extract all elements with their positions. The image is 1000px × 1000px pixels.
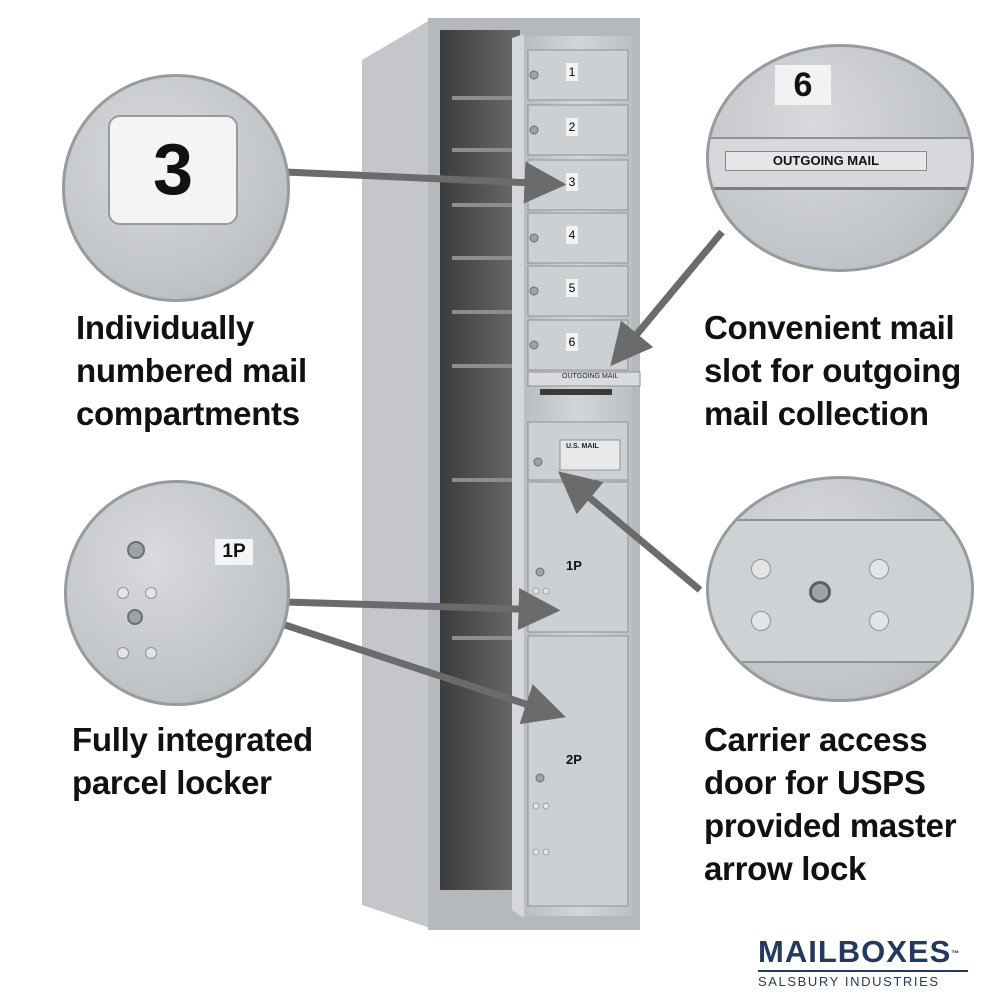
callout-line: Individually (76, 309, 254, 346)
zoom-circle-number-tag: 3 (62, 74, 290, 302)
brand-subtitle: SALSBURY INDUSTRIES (758, 974, 940, 989)
parcel-lock-1 (535, 567, 545, 577)
parcel-tag-1p: 1P (215, 539, 253, 565)
bump-icon (117, 647, 129, 659)
bump-icon (145, 647, 157, 659)
compartment-number-2: 2 (566, 118, 578, 136)
usps-plate (559, 439, 621, 471)
outgoing-slot-flap (527, 371, 641, 387)
callout-line: slot for outgoing (704, 352, 961, 389)
brand-rule (758, 970, 968, 972)
brand-name-text: MAILBOXES (758, 934, 952, 969)
bump-icon (869, 559, 889, 579)
outgoing-mail-label: OUTGOING MAIL (562, 373, 619, 380)
outgoing-mail-label-zoom: OUTGOING MAIL (725, 151, 927, 171)
callout-parcel-locker: Fully integrated parcel locker (72, 718, 313, 804)
callout-line: compartments (76, 395, 300, 432)
callout-line: door for USPS (704, 764, 926, 801)
compartment-number-1: 1 (566, 63, 578, 81)
master-lock (533, 457, 543, 467)
callout-line: Carrier access (704, 721, 928, 758)
cabinet-side (362, 20, 430, 928)
slot-number-6: 6 (775, 65, 831, 105)
brand-logo: MAILBOXES™ SALSBURY INDUSTRIES (758, 936, 978, 989)
callout-outgoing-slot: Convenient mail slot for outgoing mail c… (704, 306, 961, 435)
compartment-number-3: 3 (566, 173, 578, 191)
bump-icon (117, 587, 129, 599)
callout-line: mail collection (704, 395, 929, 432)
number-tag-3: 3 (108, 115, 238, 225)
us-mail-label: U.S. MAIL (566, 443, 599, 450)
callout-numbered-compartments: Individually numbered mail compartments (76, 306, 307, 435)
bump-icon (751, 559, 771, 579)
parcel-lock-icon (127, 541, 145, 559)
parcel-lock-secondary-icon (127, 609, 143, 625)
callout-line: provided master (704, 807, 957, 844)
bump-icon (751, 611, 771, 631)
zoom-circle-carrier-lock (706, 476, 974, 702)
compartment-doors (527, 49, 629, 371)
callout-line: arrow lock (704, 850, 867, 887)
callout-arrows (283, 161, 725, 725)
parcel-locker-1-label: 1P (566, 558, 582, 573)
zoom-circle-parcel-lock: 1P (64, 480, 290, 706)
compartment-number-4: 4 (566, 226, 578, 244)
outgoing-slot (540, 389, 612, 395)
interior-shelves (452, 96, 512, 640)
compartment-locks (529, 70, 539, 350)
bump-icon (869, 611, 889, 631)
trademark-symbol: ™ (951, 949, 961, 958)
callout-line: numbered mail (76, 352, 307, 389)
parcel-locker-2-label: 2P (566, 752, 582, 767)
callout-line: Fully integrated (72, 721, 313, 758)
arrow-lock-icon (809, 581, 831, 603)
bump-icon (145, 587, 157, 599)
callout-line: parcel locker (72, 764, 272, 801)
compartment-number-5: 5 (566, 279, 578, 297)
compartment-number-6: 6 (566, 333, 578, 351)
parcel-lock-2 (535, 773, 545, 783)
zoom-circle-outgoing-slot: 6 OUTGOING MAIL (706, 44, 974, 272)
cabinet-interior (440, 30, 520, 890)
callout-carrier-access: Carrier access door for USPS provided ma… (704, 718, 957, 890)
callout-line: Convenient mail (704, 309, 955, 346)
open-door-edge (512, 34, 524, 918)
brand-name: MAILBOXES™ (758, 936, 978, 968)
parcel-locker-2 (527, 635, 629, 907)
carrier-door-zoom (709, 519, 971, 663)
